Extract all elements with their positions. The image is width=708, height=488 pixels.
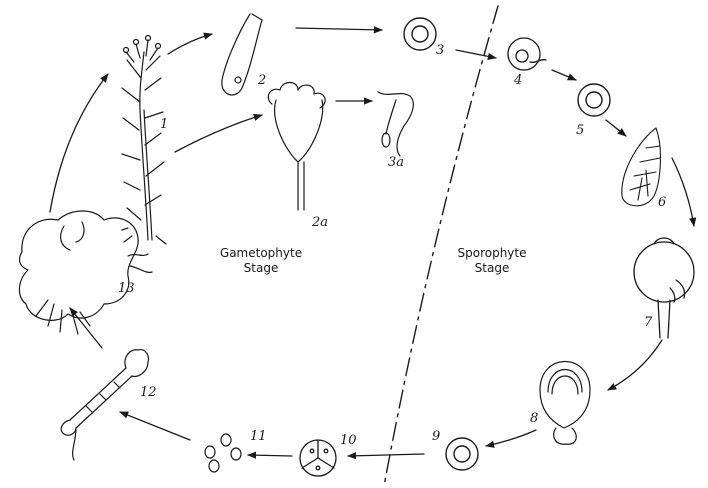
label-6: 6 [658, 196, 666, 209]
arrow-8-to-9 [486, 430, 536, 446]
arrow-7-to-8 [608, 340, 662, 390]
arrow-12-to-13 [70, 308, 102, 348]
young-gametophyte-drawing [19, 211, 152, 334]
spore-mother-cell-drawing [446, 438, 478, 470]
arrow-3-to-4 [456, 50, 496, 58]
arrow-13-to-1 [50, 74, 108, 212]
label-1: 1 [160, 118, 168, 131]
fertilized-egg-drawing [508, 38, 546, 70]
arrow-1-to-2a [175, 115, 262, 152]
label-10: 10 [340, 434, 357, 447]
gametophyte-stage-subtitle: Stage [206, 261, 316, 276]
arrow-2-to-3 [296, 28, 382, 30]
arrow-4-to-5 [552, 70, 576, 80]
label-13: 13 [118, 282, 135, 295]
sperm-drawing [378, 92, 413, 156]
sporophyte-stage-label: Sporophyte Stage [440, 246, 544, 276]
arrow-1-to-2 [168, 34, 212, 54]
arrow-5-to-6 [606, 120, 626, 136]
label-2: 2 [258, 74, 266, 87]
zygote-drawing [404, 18, 436, 50]
label-3a: 3a [388, 156, 404, 169]
moss-plant-drawing [122, 36, 166, 245]
spores-drawing [205, 434, 241, 472]
label-12: 12 [140, 386, 157, 399]
embryo-drawing [622, 128, 661, 206]
label-7: 7 [644, 316, 652, 329]
gametophyte-stage-title: Gametophyte [206, 246, 316, 261]
sporophyte-stage-subtitle: Stage [440, 261, 544, 276]
archegonium-drawing [268, 83, 325, 211]
label-11: 11 [250, 430, 267, 443]
gametophyte-stage-label: Gametophyte Stage [206, 246, 316, 276]
protonema-drawing [61, 350, 148, 460]
sporophyte-stage-title: Sporophyte [440, 246, 544, 261]
capsule-section-drawing [540, 362, 590, 445]
antheridium-drawing [222, 14, 262, 95]
arrow-10-to-11 [248, 455, 292, 456]
label-9: 9 [432, 430, 440, 443]
tetrad-drawing [300, 440, 336, 476]
arrow-9-to-10 [348, 454, 424, 456]
arrow-11-to-12 [120, 412, 190, 440]
arrow-6-to-7 [672, 158, 694, 226]
label-2a: 2a [312, 216, 328, 229]
sporophyte-capsule-drawing [634, 238, 694, 338]
label-3: 3 [436, 44, 444, 57]
label-8: 8 [530, 412, 538, 425]
label-5: 5 [576, 124, 584, 137]
zygote-stage-5-drawing [578, 84, 610, 116]
label-4: 4 [514, 74, 522, 87]
